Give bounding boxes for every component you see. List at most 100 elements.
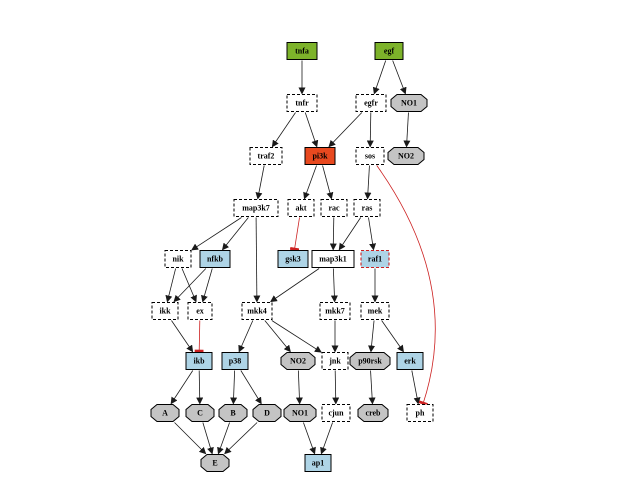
node-tnfa: tnfa	[286, 42, 318, 60]
edge-tnfr-pi3k	[304, 112, 319, 148]
node-shape-mkk7	[319, 302, 351, 320]
edge-no1_mid-ap1	[303, 422, 316, 455]
edge-egfr-sos	[366, 112, 374, 148]
edge-jnk-cjun	[332, 370, 340, 405]
node-shape-ikk	[151, 302, 179, 320]
edge-mkk4-no2_mid	[264, 320, 291, 353]
node-nfkb: nfkb	[199, 250, 231, 268]
node-ras: ras	[353, 199, 381, 217]
edge-mek-p90rsk	[368, 320, 376, 353]
edge-nik-ex	[181, 268, 197, 303]
node-shape-ap1	[304, 454, 332, 472]
edges-layer	[165, 60, 436, 455]
node-ap1: ap1	[304, 454, 332, 472]
edge-map3k7-nik	[191, 217, 242, 251]
node-shape-p38	[221, 352, 249, 370]
node-shape-akt	[287, 199, 315, 217]
node-shape-cjun	[321, 404, 351, 422]
node-shape-pi3k	[304, 147, 336, 165]
node-shape-mek	[360, 302, 390, 320]
node-no2_mid: NO2	[280, 352, 316, 370]
node-gsk3: gsk3	[277, 250, 309, 268]
edge-ikb-a	[170, 370, 194, 405]
node-shape-map3k7	[233, 199, 279, 217]
edge-nfkb-ikk	[173, 268, 207, 303]
node-shape-no2_top	[387, 147, 425, 165]
node-shape-p90rsk	[349, 352, 391, 370]
edge-nik-ikk	[165, 268, 177, 303]
node-ikk: ikk	[151, 302, 179, 320]
node-p90rsk: p90rsk	[349, 352, 391, 370]
edge-pi3k-akt	[303, 165, 317, 200]
node-shape-ikb	[185, 352, 213, 370]
edge-ras-map3k1	[338, 217, 361, 251]
node-shape-no1_top	[390, 94, 428, 112]
edge-pi3k-rac	[322, 165, 334, 200]
node-shape-nik	[164, 250, 192, 268]
node-shape-mkk4	[241, 302, 273, 320]
node-e: E	[200, 454, 230, 472]
node-shape-tnfr	[286, 94, 318, 112]
node-shape-jnk	[321, 352, 349, 370]
node-erk: erk	[396, 352, 424, 370]
node-a: A	[150, 404, 180, 422]
node-ex: ex	[187, 302, 213, 320]
node-jnk: jnk	[321, 352, 349, 370]
node-shape-b	[218, 404, 248, 422]
node-shape-sos	[355, 147, 385, 165]
node-shape-e	[200, 454, 230, 472]
node-shape-raf1	[360, 249, 390, 269]
node-d: D	[252, 404, 282, 422]
node-shape-ph	[406, 404, 434, 422]
edge-sos-ph	[376, 165, 436, 406]
node-rac: rac	[320, 199, 348, 217]
node-shape-egf	[374, 42, 404, 60]
edge-c-e	[202, 422, 214, 455]
edge-a-e	[174, 422, 207, 455]
edge-map3k7-mkk4	[253, 217, 261, 303]
edge-akt-gsk3	[289, 217, 300, 252]
edge-d-e	[224, 422, 258, 455]
node-shape-egfr	[355, 94, 387, 112]
edge-ikb-c	[196, 370, 204, 405]
node-shape-map3k1	[311, 250, 355, 268]
node-map3k1: map3k1	[311, 250, 355, 268]
node-no1_mid: NO1	[283, 404, 317, 422]
edge-mkk4-p38	[238, 320, 254, 353]
edge-mkk4-jnk	[271, 320, 322, 353]
node-mkk4: mkk4	[241, 302, 273, 320]
node-egfr: egfr	[355, 94, 387, 112]
node-no1_top: NO1	[390, 94, 428, 112]
edge-nfkb-ex	[201, 268, 213, 303]
node-cjun: cjun	[321, 404, 351, 422]
node-shape-a	[150, 404, 180, 422]
edge-traf2-map3k7	[255, 165, 265, 200]
node-p38: p38	[221, 352, 249, 370]
node-no2_top: NO2	[387, 147, 425, 165]
edge-mek-erk	[381, 320, 404, 353]
node-shape-erk	[396, 352, 424, 370]
node-c: C	[185, 404, 215, 422]
node-ikb: ikb	[185, 352, 213, 370]
edge-p38-d	[240, 370, 262, 405]
edge-ras-raf1	[368, 217, 377, 251]
edge-map3k1-mkk4	[270, 268, 320, 303]
node-shape-rac	[320, 199, 348, 217]
edge-map3k7-nfkb	[221, 217, 249, 251]
edge-no1_top-no2_top	[403, 112, 411, 148]
edge-rac-map3k1	[329, 217, 337, 251]
edge-p38-b	[230, 370, 238, 405]
node-sos: sos	[355, 147, 385, 165]
edge-sos-ras	[364, 165, 372, 200]
edge-egf-no1_top	[392, 60, 407, 95]
node-shape-nfkb	[199, 250, 231, 268]
node-akt: akt	[287, 199, 315, 217]
node-map3k7: map3k7	[233, 199, 279, 217]
node-mek: mek	[360, 302, 390, 320]
edge-b-e	[217, 422, 230, 455]
node-shape-ras	[353, 199, 381, 217]
edge-erk-ph	[411, 370, 421, 405]
edge-ikk-ikb	[171, 320, 194, 353]
